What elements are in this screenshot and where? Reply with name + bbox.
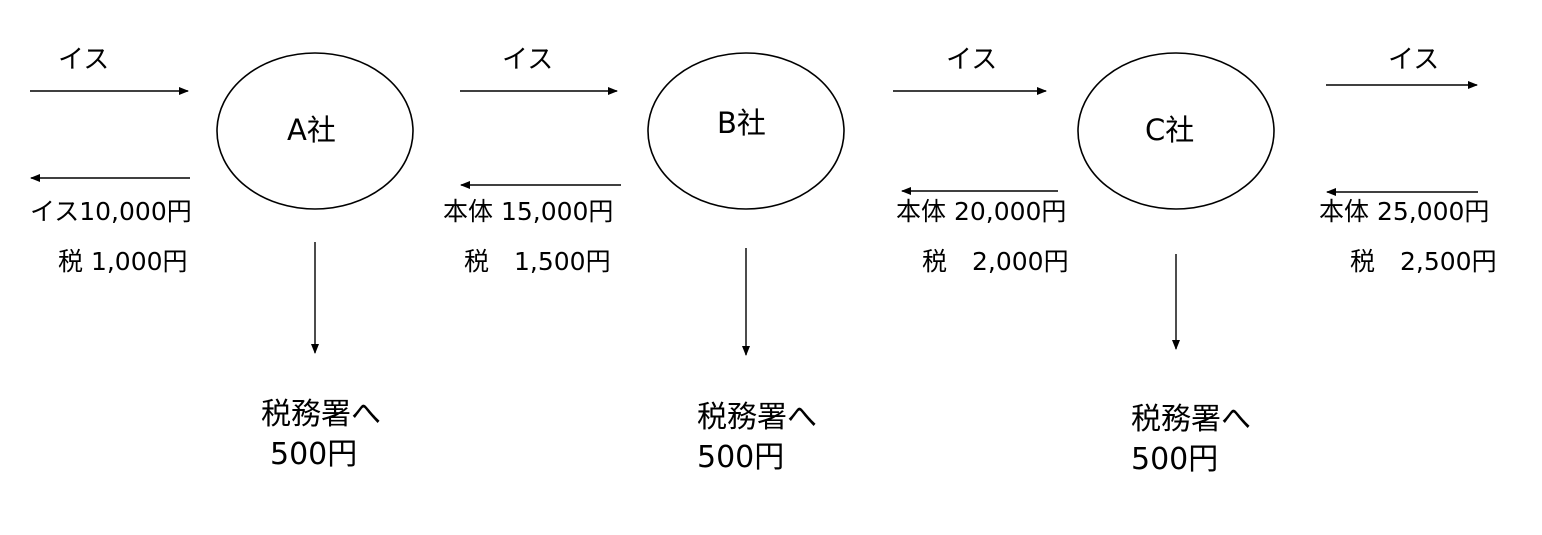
tax-office-amount-c: 500円 bbox=[1131, 442, 1219, 477]
goods-label-4: イス bbox=[1388, 45, 1440, 75]
tax-office-label-a: 税務署へ bbox=[261, 397, 381, 432]
goods-label-3: イス bbox=[946, 45, 998, 75]
payment-body-4: 本体 25,000円 bbox=[1319, 197, 1490, 226]
goods-label-1: イス bbox=[58, 45, 110, 75]
tax-office-label-c: 税務署へ bbox=[1131, 402, 1251, 437]
company-label-b: B社 bbox=[717, 106, 766, 140]
company-label-c: C社 bbox=[1145, 113, 1195, 147]
payment-body-3: 本体 20,000円 bbox=[896, 197, 1067, 226]
payment-tax-4: 税 2,500円 bbox=[1350, 247, 1497, 276]
tax-office-label-b: 税務署へ bbox=[697, 400, 817, 435]
goods-label-2: イス bbox=[502, 45, 554, 75]
tax-office-amount-b: 500円 bbox=[697, 440, 785, 475]
payment-body-2: 本体 15,000円 bbox=[443, 197, 614, 226]
payment-tax-1: 税 1,000円 bbox=[58, 247, 188, 276]
company-node-b bbox=[647, 52, 845, 210]
payment-body-1: イス10,000円 bbox=[30, 197, 192, 226]
company-node-c bbox=[1077, 52, 1275, 210]
company-node-a bbox=[216, 52, 414, 210]
company-label-a: A社 bbox=[287, 113, 336, 147]
tax-office-amount-a: 500円 bbox=[270, 437, 358, 472]
payment-tax-3: 税 2,000円 bbox=[922, 247, 1069, 276]
payment-tax-2: 税 1,500円 bbox=[464, 247, 611, 276]
